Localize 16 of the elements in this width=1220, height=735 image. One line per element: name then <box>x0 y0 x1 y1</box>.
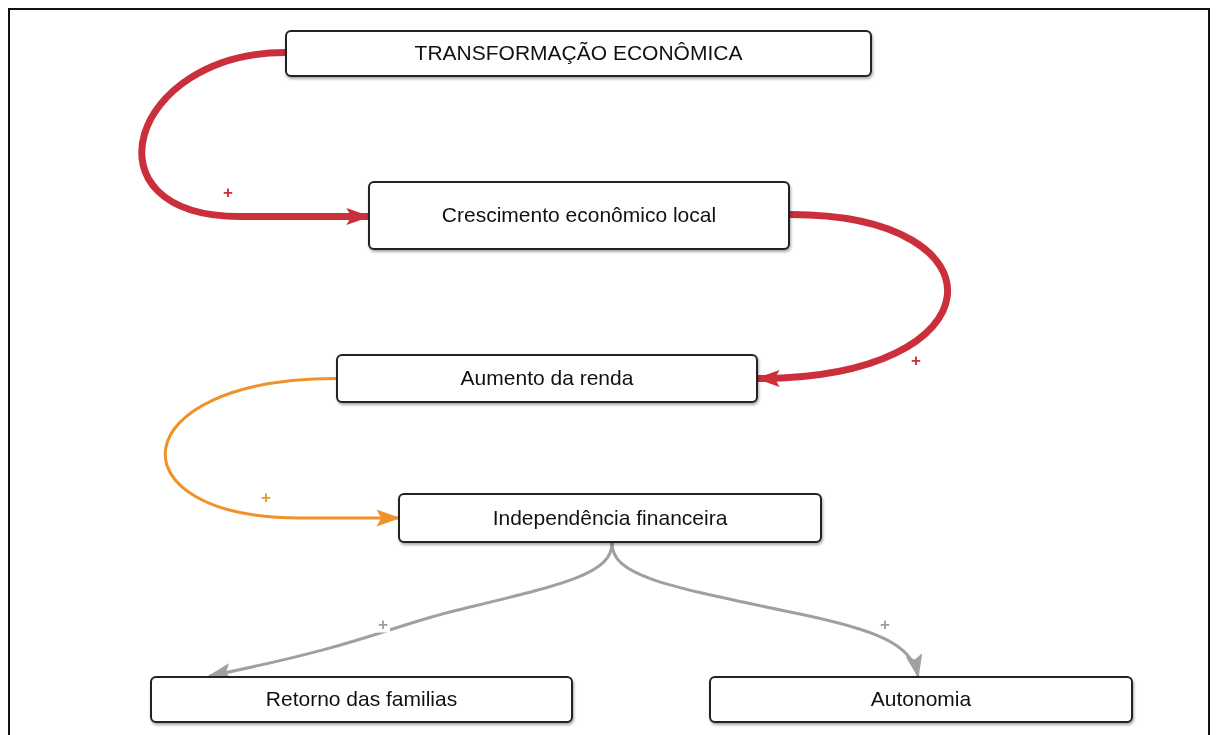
box-text: Retorno das familias <box>265 688 458 711</box>
arrow <box>138 49 370 225</box>
process-box <box>709 676 1133 723</box>
process-box <box>150 676 573 723</box>
arrow <box>756 211 951 387</box>
process-box <box>368 181 790 250</box>
arrow <box>610 542 923 678</box>
arrow <box>164 377 400 527</box>
box-text: Independência financeira <box>492 506 728 529</box>
box-text: Autonomia <box>870 688 972 711</box>
process-box <box>336 354 758 403</box>
box-text: Crescimento econômico local <box>441 204 717 227</box>
process-box <box>398 493 822 543</box>
process-box <box>285 30 872 77</box>
box-text: Aumento da renda <box>460 367 634 390</box>
box-text: TRANSFORMAÇÃO ECONÔMICA <box>414 42 743 65</box>
